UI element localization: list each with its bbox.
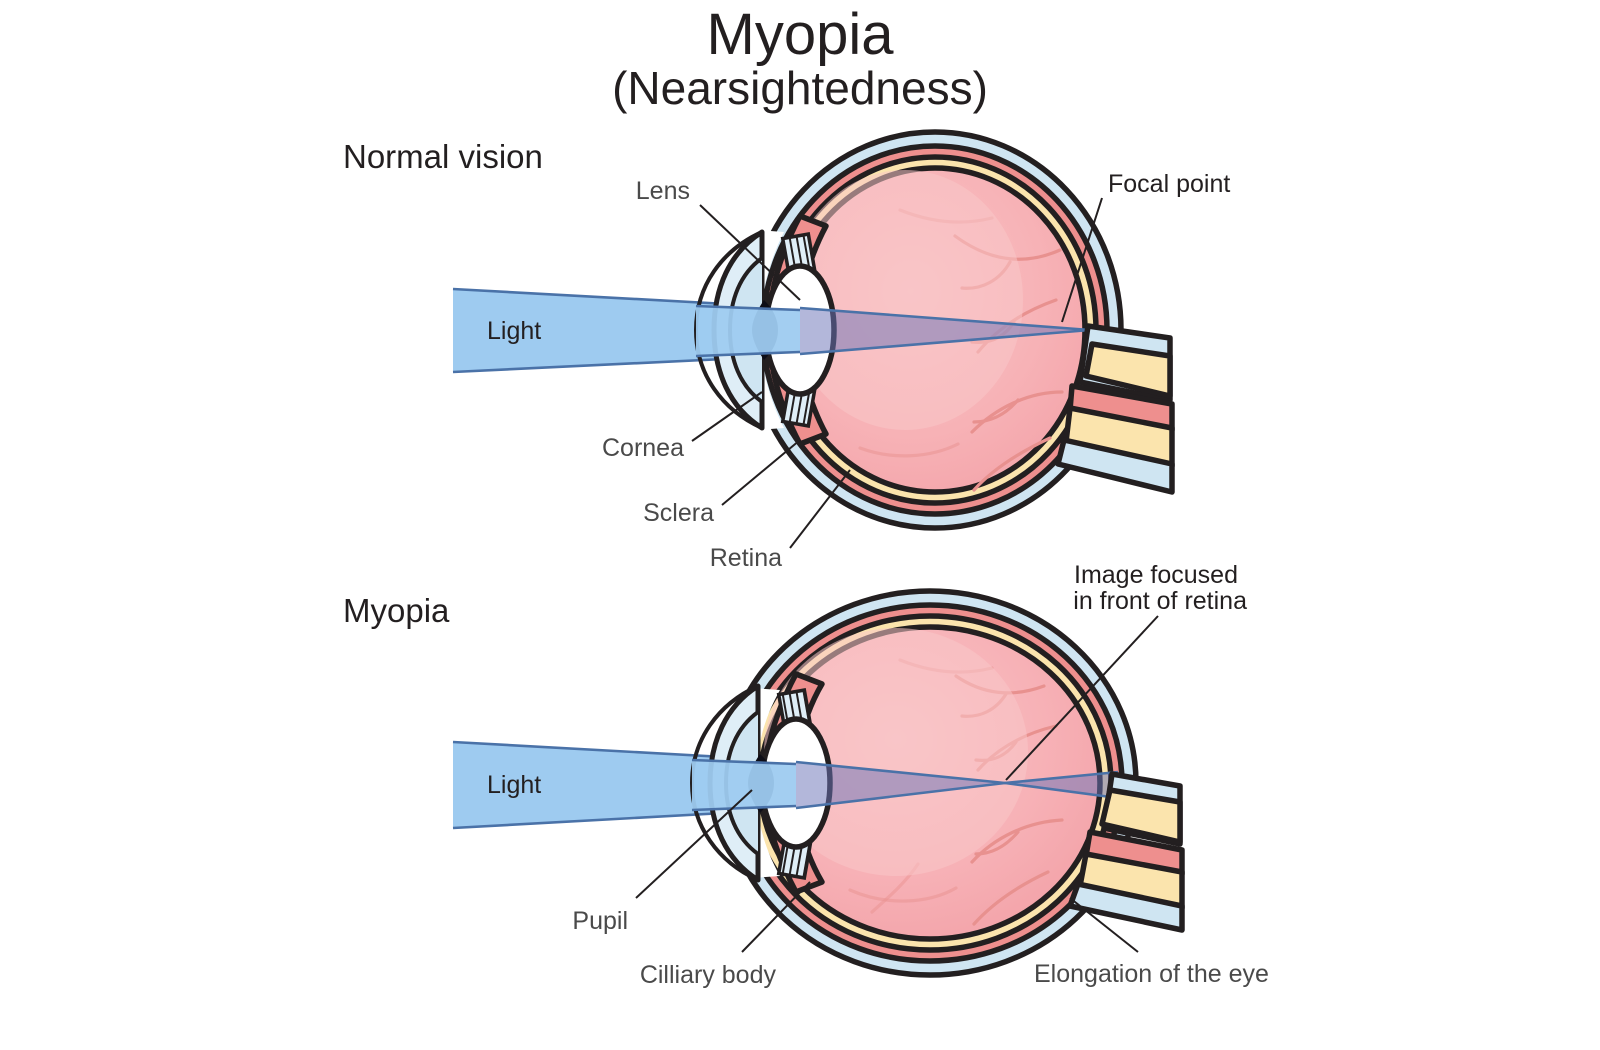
vitreous-highlight-myopia: [764, 628, 1028, 876]
beam-label-myopia: Light: [487, 771, 541, 799]
page-subtitle: (Nearsightedness): [612, 62, 988, 114]
optic-nerve-myopia: [1067, 771, 1185, 933]
label-focal-point: Focal point: [1108, 170, 1230, 198]
label-retina: Retina: [710, 544, 782, 572]
light-refraction-normal: [695, 304, 801, 358]
section-title-myopia: Myopia: [343, 592, 450, 629]
panel-normal-vision: Normal vision Light: [343, 129, 1230, 572]
label-elongation: Elongation of the eye: [1034, 960, 1269, 988]
vitreous-highlight-normal: [787, 170, 1023, 430]
label-pupil: Pupil: [572, 907, 628, 935]
beam-label-normal: Light: [487, 317, 541, 345]
focal-cone-normal: [799, 306, 1091, 356]
callouts-normal: Lens Focal point Cornea Sclera Retina: [602, 170, 1230, 572]
focal-cone-myopia: [795, 760, 1119, 810]
section-title-normal: Normal vision: [343, 138, 543, 175]
label-sclera: Sclera: [643, 499, 714, 527]
label-cilliary-body: Cilliary body: [640, 961, 777, 989]
light-beam-myopia: Light: [452, 740, 743, 830]
optic-nerve-normal: [1055, 323, 1175, 495]
label-lens: Lens: [636, 177, 690, 205]
label-image-focus-line2: in front of retina: [1073, 587, 1247, 615]
label-cornea: Cornea: [602, 434, 684, 462]
light-refraction-myopia: [691, 758, 797, 812]
callouts-myopia: Image focused in front of retina Pupil C…: [572, 561, 1269, 989]
label-image-focus-line1: Image focused: [1074, 561, 1238, 589]
panel-myopia: Myopia Light: [343, 561, 1269, 989]
page-title: Myopia: [707, 2, 895, 67]
light-beam-normal: Light: [452, 287, 746, 374]
